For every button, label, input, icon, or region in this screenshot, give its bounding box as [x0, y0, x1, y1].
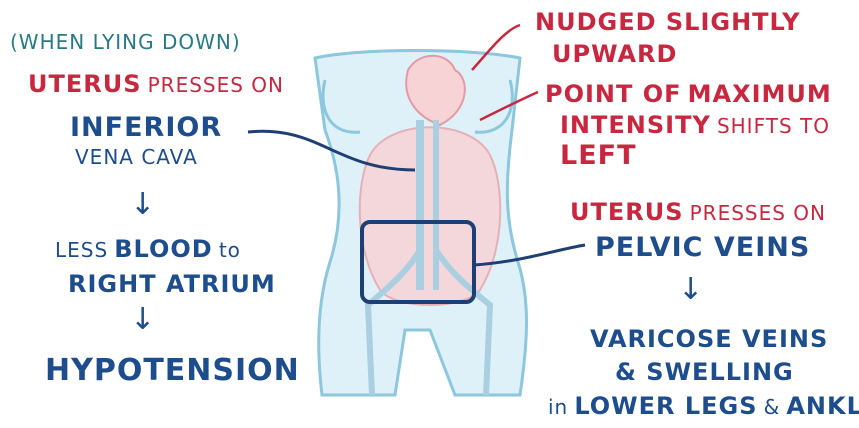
right-atrium-label: Right atrium [68, 270, 276, 298]
in-word: in [548, 395, 568, 419]
ankles-word: Ankles [786, 392, 859, 420]
less-word: Less [55, 238, 108, 262]
varicose-veins-label: Varicose veins [590, 325, 828, 353]
intensity-line: Intensity shifts to [560, 111, 830, 139]
uterus-word-left: Uterus [28, 70, 142, 98]
to-word: to [219, 238, 241, 262]
uterus-word-right: Uterus [570, 198, 684, 226]
inferior-label: Inferior [70, 112, 222, 143]
uterus-presses-on-right: Uterus presses on [570, 198, 826, 226]
pelvic-veins-label: Pelvic veins [595, 232, 810, 263]
point-word: Point of [545, 80, 682, 108]
blood-word: Blood [114, 235, 212, 263]
presses-on-word-right: presses on [690, 201, 826, 225]
shifts-to-word: shifts to [717, 114, 830, 138]
less-blood-line: Less Blood to [55, 235, 241, 263]
nudged-label: Nudged slightly [535, 8, 800, 36]
amp-word: & [764, 395, 781, 419]
point-of-line: Point of Maximum [545, 80, 832, 108]
presses-on-word-left: presses on [148, 73, 284, 97]
lower-legs-word: Lower legs [574, 392, 757, 420]
lower-legs-line: in Lower legs & Ankles [548, 392, 859, 420]
left-label: Left [560, 140, 637, 171]
uterus-shape [360, 127, 500, 305]
hypotension-label: Hypotension [45, 353, 300, 388]
swelling-label: & Swelling [615, 358, 794, 386]
maximum-word: Maximum [688, 80, 832, 108]
uterus-presses-on-left: Uterus presses on [28, 70, 284, 98]
arrow-down-3: ↓ [678, 275, 703, 305]
condition-label: (when lying down) [10, 30, 241, 54]
upward-label: upward [552, 40, 677, 68]
vena-cava-label: vena cava [75, 145, 198, 169]
arrow-down-1: ↓ [130, 190, 155, 220]
arrow-down-2: ↓ [130, 305, 155, 335]
intensity-word: Intensity [560, 111, 711, 139]
